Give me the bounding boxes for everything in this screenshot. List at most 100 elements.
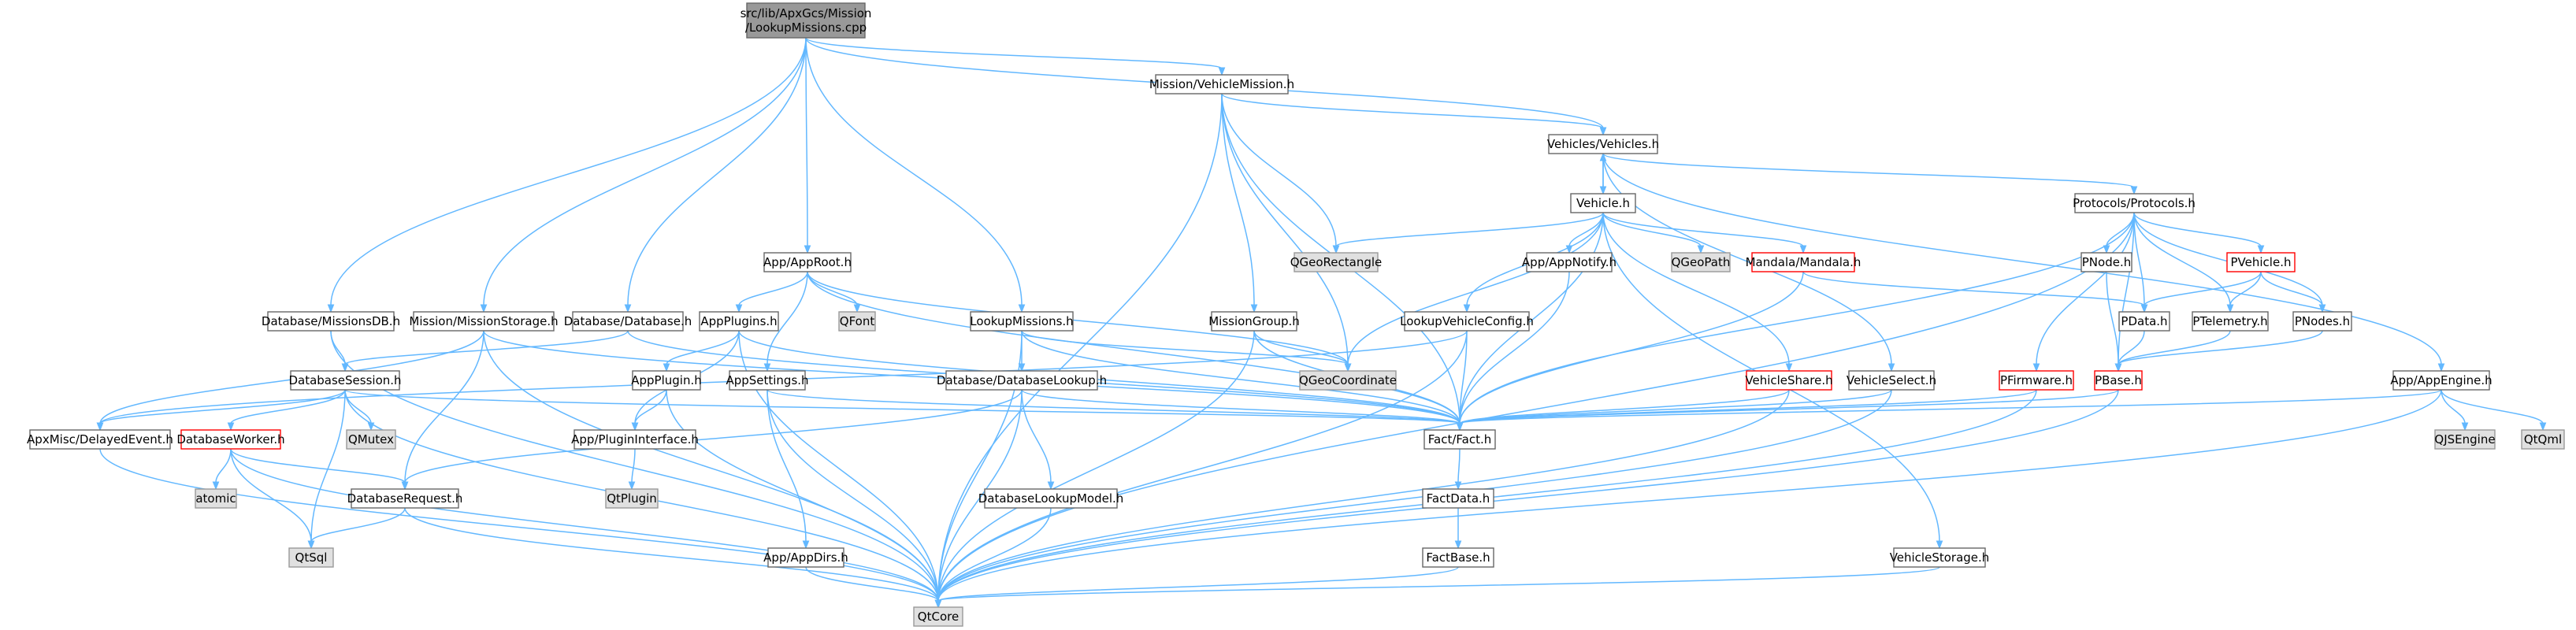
edge-dbworker-to-dbrequest [230, 448, 409, 491]
node-box [1746, 370, 1832, 391]
node-ptelemetry[interactable]: PTelemetry.h [2192, 311, 2269, 332]
node-label: Vehicles/Vehicles.h [1547, 137, 1659, 151]
node-fact[interactable]: Fact/Fact.h [1423, 429, 1496, 450]
node-pnode[interactable]: PNode.h [2080, 252, 2132, 272]
node-pdata[interactable]: PData.h [2118, 311, 2170, 332]
edge-dblookup-to-fact [1021, 389, 1464, 432]
node-pfirmware[interactable]: PFirmware.h [1999, 370, 2074, 391]
node-box [2118, 311, 2170, 332]
edge-appsettings-to-qtcore [766, 389, 942, 609]
node-vehicle[interactable]: Vehicle.h [1570, 193, 1636, 213]
edge-root-to-lookupmissions [805, 37, 1026, 313]
nodes-layer: src/lib/ApxGcs/Mission/LookupMissions.cp… [27, 2, 2565, 627]
node-qfont[interactable]: QFont [838, 311, 876, 332]
edge-dbworker-to-atomic [212, 448, 232, 491]
edge-protocols-to-pfirmware [2032, 212, 2135, 372]
node-database[interactable]: Database/Database.h [564, 311, 692, 332]
node-dbsession[interactable]: DatabaseSession.h [288, 370, 402, 391]
node-vehstorage[interactable]: VehicleStorage.h [1890, 547, 1990, 568]
node-dbworker[interactable]: DatabaseWorker.h [176, 429, 285, 450]
node-label: QtCore [918, 610, 959, 624]
node-label: DatabaseRequest.h [347, 491, 463, 506]
node-label: Database/Database.h [564, 314, 692, 328]
node-factbase[interactable]: FactBase.h [1422, 547, 1494, 568]
edge-dbsession-to-delayedevent [96, 389, 346, 432]
edge-appplugin-to-plugininterface [631, 389, 667, 432]
node-appplugin[interactable]: AppPlugin.h [631, 370, 702, 391]
edge-root-to-approot [804, 37, 811, 254]
node-label: atomic [195, 491, 236, 506]
node-label: PFirmware.h [2000, 373, 2073, 387]
node-box [1422, 488, 1494, 509]
node-missiongroup[interactable]: MissionGroup.h [1208, 311, 1300, 332]
node-mandala[interactable]: Mandala/Mandala.h [1746, 252, 1861, 272]
node-label: Mission/MissionStorage.h [409, 314, 558, 328]
node-appdirs[interactable]: App/AppDirs.h [763, 547, 848, 568]
edge-vehicles-to-protocols [1602, 153, 2138, 195]
node-label: LookupVehicleConfig.h [1400, 314, 1534, 328]
node-missionsdb[interactable]: Database/MissionsDB.h [262, 311, 400, 332]
node-box [1999, 370, 2074, 391]
edge-dbrequest-to-qtsql [307, 507, 406, 550]
edge-vehstorage-to-qtcore [934, 566, 1940, 609]
node-label: /LookupMissions.cpp [745, 20, 867, 35]
node-label: PNodes.h [2295, 314, 2350, 328]
node-qgeopath[interactable]: QGeoPath [1671, 252, 1731, 272]
node-atomic[interactable]: atomic [195, 488, 237, 509]
node-label: VehicleSelect.h [1847, 373, 1936, 387]
node-box [1751, 252, 1855, 272]
node-missionstorage[interactable]: Mission/MissionStorage.h [409, 311, 559, 332]
node-approot[interactable]: App/AppRoot.h [763, 252, 852, 272]
node-qmutex[interactable]: QMutex [346, 429, 396, 450]
edge-root-to-vehmission [805, 37, 1226, 76]
edge-root-to-missionsdb [327, 37, 807, 313]
node-label: Protocols/Protocols.h [2073, 196, 2196, 210]
node-qtsql[interactable]: QtSql [288, 547, 334, 568]
node-vehshare[interactable]: VehicleShare.h [1745, 370, 1833, 391]
node-pnodes[interactable]: PNodes.h [2292, 311, 2352, 332]
node-root[interactable]: src/lib/ApxGcs/Mission/LookupMissions.cp… [741, 2, 872, 39]
node-dbrequest[interactable]: DatabaseRequest.h [347, 488, 463, 509]
node-vehmission[interactable]: Mission/VehicleMission.h [1149, 74, 1294, 94]
node-box [767, 547, 844, 568]
node-box [913, 606, 963, 627]
node-qtplugin[interactable]: QtPlugin [605, 488, 659, 509]
node-qgeorect[interactable]: QGeoRectangle [1290, 252, 1383, 272]
node-dblookupmodel[interactable]: DatabaseLookupModel.h [978, 488, 1124, 509]
node-qtqml[interactable]: QtQml [2521, 429, 2565, 450]
edge-protocols-to-ptelemetry [2133, 212, 2234, 313]
node-dblookup[interactable]: Database/DatabaseLookup.h [937, 370, 1107, 391]
node-label: PTelemetry.h [2192, 314, 2267, 328]
node-qjsengine[interactable]: QJSEngine [2434, 429, 2496, 450]
node-pbase[interactable]: PBase.h [2094, 370, 2143, 391]
node-lookupmissions[interactable]: LookupMissions.h [970, 311, 1074, 332]
edge-dbworker-to-qtcore [230, 448, 942, 609]
node-lookupvehcfg[interactable]: LookupVehicleConfig.h [1400, 311, 1534, 332]
node-vehicles[interactable]: Vehicles/Vehicles.h [1547, 134, 1659, 154]
node-box [1570, 193, 1636, 213]
node-appplugins[interactable]: AppPlugins.h [699, 311, 779, 332]
node-box [1211, 311, 1297, 332]
node-plugininterface[interactable]: App/PluginInterface.h [571, 429, 699, 450]
node-vehselect[interactable]: VehicleSelect.h [1847, 370, 1936, 391]
node-delayedevent[interactable]: ApxMisc/DelayedEvent.h [27, 429, 173, 450]
node-label: Database/DatabaseLookup.h [937, 373, 1107, 387]
node-appnotify[interactable]: App/AppNotify.h [1522, 252, 1616, 272]
node-qtcore[interactable]: QtCore [913, 606, 963, 627]
node-factdata[interactable]: FactData.h [1422, 488, 1494, 509]
edge-vehmission-to-qtcore [934, 93, 1223, 609]
node-appsettings[interactable]: AppSettings.h [726, 370, 809, 391]
node-label: AppPlugins.h [700, 314, 777, 328]
edge-root-to-database [624, 37, 807, 313]
node-label: DatabaseSession.h [288, 373, 401, 387]
edge-protocols-to-pvehicle [2133, 212, 2265, 254]
node-label: QtQml [2524, 432, 2562, 447]
node-qgeocoord[interactable]: QGeoCoordinate [1299, 370, 1397, 391]
edge-appengine-to-qtqml [2441, 389, 2547, 432]
node-appengine[interactable]: App/AppEngine.h [2390, 370, 2492, 391]
edge-vehicles-to-vehselect [1602, 153, 1895, 372]
edge-dbsession-to-dbworker [227, 389, 346, 432]
node-protocols[interactable]: Protocols/Protocols.h [2073, 193, 2196, 213]
node-pvehicle[interactable]: PVehicle.h [2226, 252, 2296, 272]
